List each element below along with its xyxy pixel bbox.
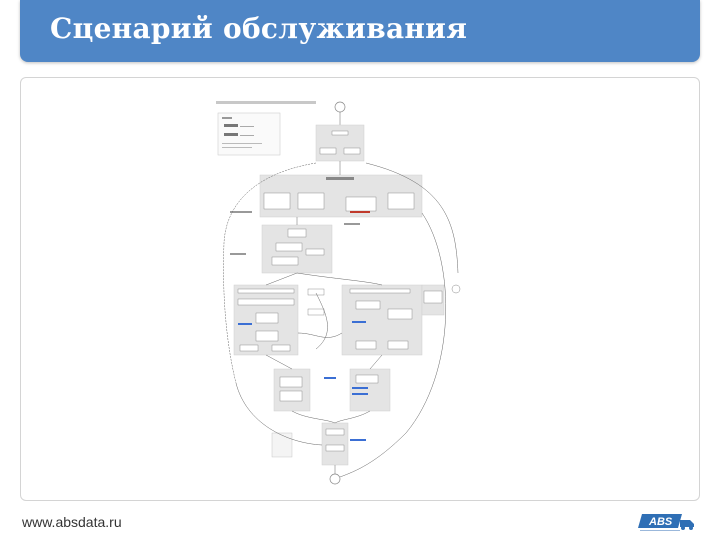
flowchart-svg	[216, 101, 461, 485]
logo-text: ABS	[648, 516, 673, 528]
abs-logo: ABS	[636, 512, 696, 532]
footer-url[interactable]: www.absdata.ru	[22, 514, 122, 530]
slide-title-bar: Сценарий обслуживания	[20, 0, 700, 62]
service-flowchart	[216, 93, 471, 493]
slide-title: Сценарий обслуживания	[50, 12, 468, 45]
content-frame	[20, 77, 700, 501]
